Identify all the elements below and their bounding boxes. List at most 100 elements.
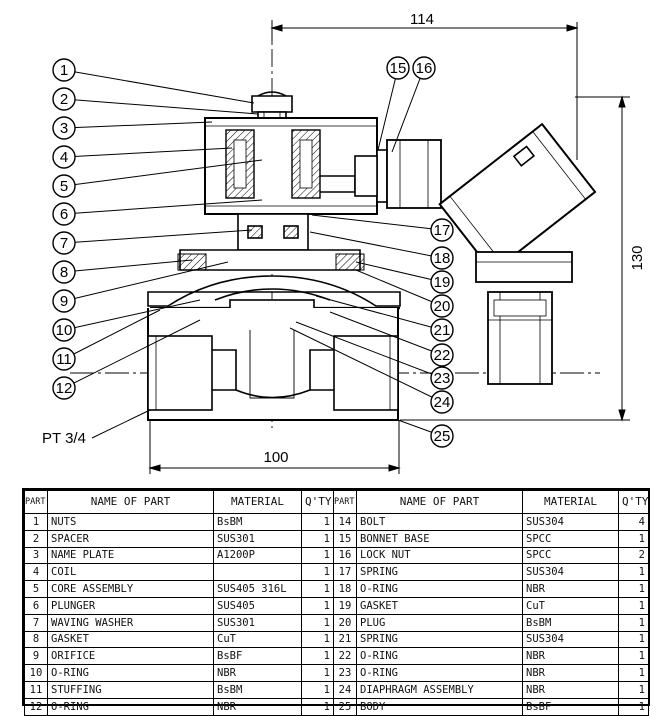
- callout-circle: [430, 294, 454, 318]
- part-name: BODY: [356, 697, 523, 716]
- callout-circle: [52, 58, 76, 82]
- callout-circle: [52, 347, 76, 371]
- part-no: 22: [333, 647, 357, 666]
- callout-leader: [63, 121, 213, 129]
- part-qty: 1: [301, 596, 334, 615]
- part-no: 14: [333, 513, 357, 531]
- part-no: 1: [24, 513, 48, 531]
- callout-17: 17: [311, 214, 454, 242]
- part-qty: 1: [301, 580, 334, 598]
- callout-leader: [355, 269, 443, 307]
- callout-circle: [52, 145, 76, 169]
- part-material: BsBM: [213, 680, 302, 699]
- part-no: 16: [333, 546, 357, 565]
- part-qty: 1: [301, 680, 334, 699]
- part-no: 4: [24, 563, 48, 582]
- part-material: BsBF: [213, 647, 302, 666]
- part-material: SUS304: [522, 630, 619, 649]
- callout-leader: [63, 229, 253, 244]
- part-no: 18: [333, 580, 357, 598]
- callout-number: 18: [434, 250, 451, 267]
- part-name: PLUNGER: [47, 596, 214, 615]
- part-no: 12: [24, 697, 48, 716]
- callout-circle: [52, 87, 76, 111]
- top-nut: [251, 95, 293, 113]
- part-no: 11: [24, 680, 48, 699]
- part-qty: 1: [618, 580, 649, 598]
- callout-number: 6: [60, 206, 68, 223]
- part-name: O-RING: [356, 580, 523, 598]
- callout-number: 15: [390, 60, 407, 77]
- part-name: SPRING: [356, 630, 523, 649]
- part-no: 23: [333, 664, 357, 682]
- callout-circle: [52, 376, 76, 400]
- callout-circle: [52, 116, 76, 140]
- callout-9: 9: [52, 261, 229, 313]
- callout-24: 24: [289, 327, 454, 414]
- callout-number: 7: [60, 235, 68, 252]
- part-name: STUFFING: [47, 680, 214, 699]
- part-name: GASKET: [47, 630, 214, 649]
- callout-circle: [430, 318, 454, 342]
- callout-6: 6: [52, 199, 263, 226]
- callout-number: 23: [434, 370, 451, 387]
- callout-8: 8: [52, 259, 193, 284]
- callout-11: 11: [52, 309, 161, 371]
- part-no: 21: [333, 630, 357, 649]
- callout-circle: [52, 174, 76, 198]
- header-qty: Q'TY: [618, 490, 649, 514]
- header-material: MATERIAL: [522, 490, 619, 514]
- part-qty: 1: [301, 630, 334, 649]
- part-material: SUS405 316L: [213, 580, 302, 598]
- part-name: BOLT: [356, 513, 523, 531]
- part-qty: 1: [618, 697, 649, 716]
- header-name: NAME OF PART: [47, 490, 214, 514]
- callout-5: 5: [52, 159, 263, 198]
- part-name: LOCK NUT: [356, 546, 523, 565]
- part-material: SPCC: [522, 529, 619, 548]
- part-name: ORIFICE: [47, 647, 214, 666]
- header-qty: Q'TY: [301, 490, 334, 514]
- part-name: CORE ASSEMBLY: [47, 580, 214, 598]
- callout-circle: [430, 390, 454, 414]
- callout-leader: [63, 98, 259, 115]
- part-material: NBR: [213, 697, 302, 716]
- callout-leader: [63, 69, 255, 104]
- part-material: SUS301: [213, 529, 302, 548]
- callout-leader: [63, 199, 263, 215]
- callout-4: 4: [52, 145, 233, 169]
- callout-number: 3: [60, 120, 68, 137]
- part-material: NBR: [522, 664, 619, 682]
- part-no: 8: [24, 630, 48, 649]
- callout-number: 10: [56, 322, 73, 339]
- bonnet-dome: [147, 275, 401, 307]
- part-name: SPRING: [356, 563, 523, 582]
- part-qty: 2: [618, 546, 649, 565]
- part-material: CuT: [522, 596, 619, 615]
- header-part-no: PART NO.: [24, 490, 48, 514]
- part-name: PLUG: [356, 613, 523, 632]
- callout-15: 15: [377, 56, 410, 151]
- part-no: 19: [333, 596, 357, 615]
- terminal-box: [438, 122, 597, 274]
- callout-circle: [52, 231, 76, 255]
- callout-circle: [52, 318, 76, 342]
- callout-leader: [355, 261, 443, 283]
- callout-leader: [63, 147, 233, 158]
- part-material: SUS405: [213, 596, 302, 615]
- callout-22: 22: [329, 311, 454, 367]
- part-material: BsBM: [213, 513, 302, 531]
- part-qty: 1: [618, 664, 649, 682]
- connector-upper: [475, 251, 573, 283]
- callout-number: 24: [434, 394, 451, 411]
- part-qty: 1: [618, 647, 649, 666]
- valve-body-group: [70, 20, 600, 428]
- dimension-width-bottom: 100: [263, 449, 288, 466]
- part-material: SUS304: [522, 563, 619, 582]
